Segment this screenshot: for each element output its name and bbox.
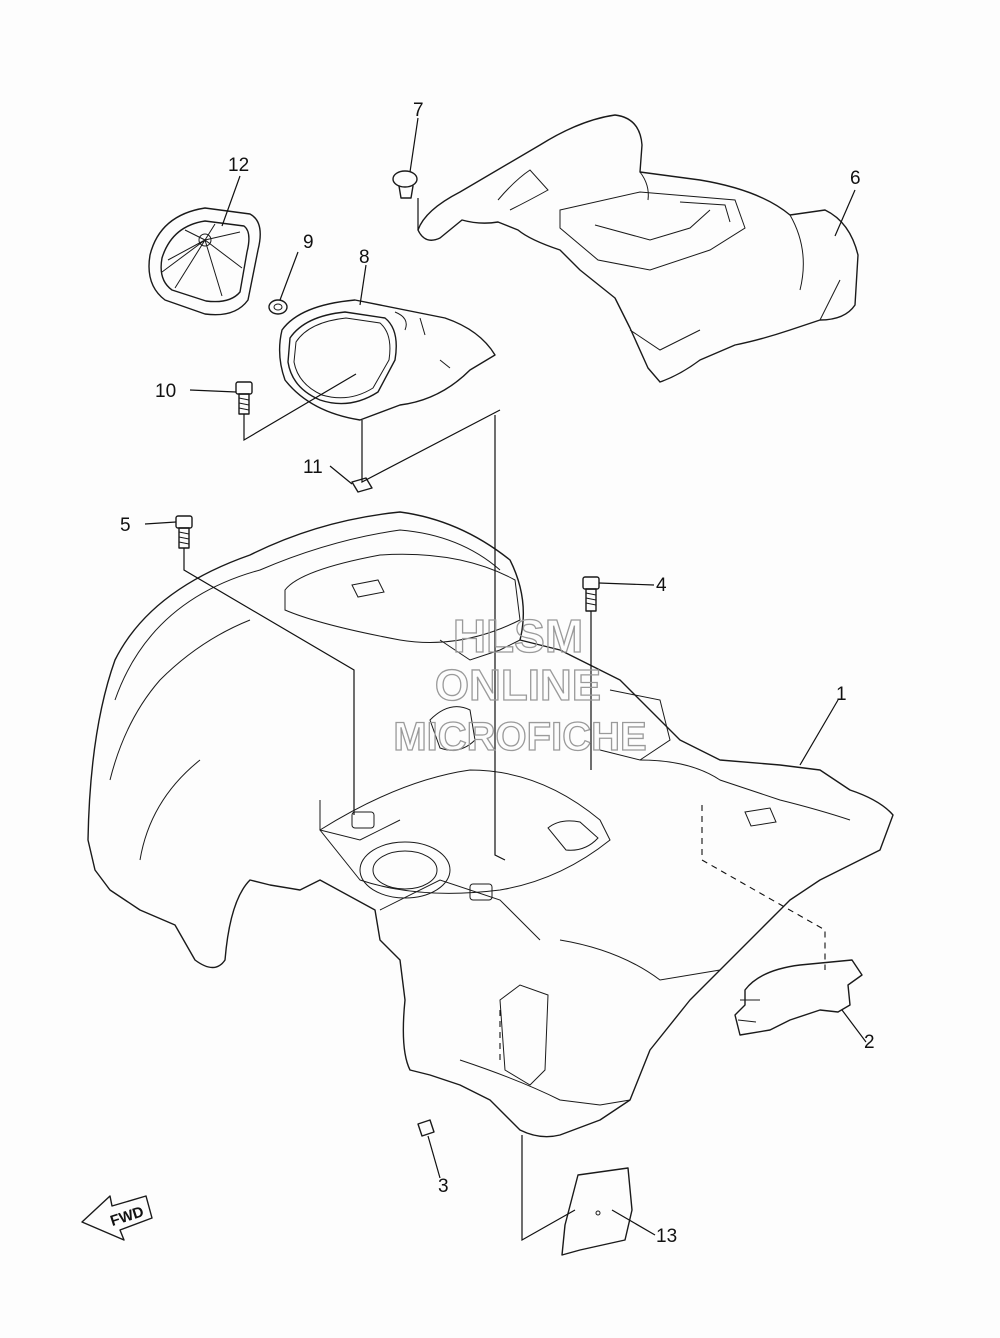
callout-5: 5 [120, 515, 131, 536]
mud-flap-2-part [734, 959, 863, 1036]
fwd-arrow-icon: FWD [81, 1195, 153, 1241]
callout-9: 9 [303, 232, 314, 253]
vent-cover-part [148, 207, 261, 316]
clip-11-part [351, 477, 373, 493]
callout-1: 1 [836, 684, 847, 705]
callout-11: 11 [303, 457, 323, 478]
flap-13-part [561, 1167, 633, 1256]
callout-12: 12 [228, 155, 249, 176]
watermark-line3: MICROFICHE [393, 715, 646, 759]
clip-3-part [417, 1119, 435, 1137]
callout-2: 2 [864, 1032, 875, 1053]
bolt-5-part [175, 515, 193, 549]
callout-13: 13 [656, 1226, 677, 1247]
bolt-4-part [582, 576, 600, 612]
bolt-10-part [235, 381, 253, 415]
callout-7: 7 [413, 100, 424, 121]
lid-part [278, 299, 496, 421]
callout-8: 8 [359, 247, 370, 268]
callout-10: 10 [155, 381, 176, 402]
rivet-7-part [392, 170, 418, 199]
callout-numbers: 1 2 3 4 5 6 7 8 9 10 11 12 13 [120, 100, 875, 1247]
collar-part [268, 299, 288, 315]
watermark-line1: HLSM [453, 610, 583, 662]
callout-4: 4 [656, 575, 667, 596]
leader-lines [144, 117, 867, 1242]
fwd-label: FWD [108, 1203, 146, 1230]
rear-fender-part [87, 511, 894, 1138]
rear-cover-part [417, 114, 859, 383]
watermark-line2: ONLINE [435, 661, 601, 710]
watermark: HLSM ONLINE MICROFICHE [393, 609, 648, 759]
callout-3: 3 [438, 1176, 449, 1197]
callout-6: 6 [850, 168, 861, 189]
